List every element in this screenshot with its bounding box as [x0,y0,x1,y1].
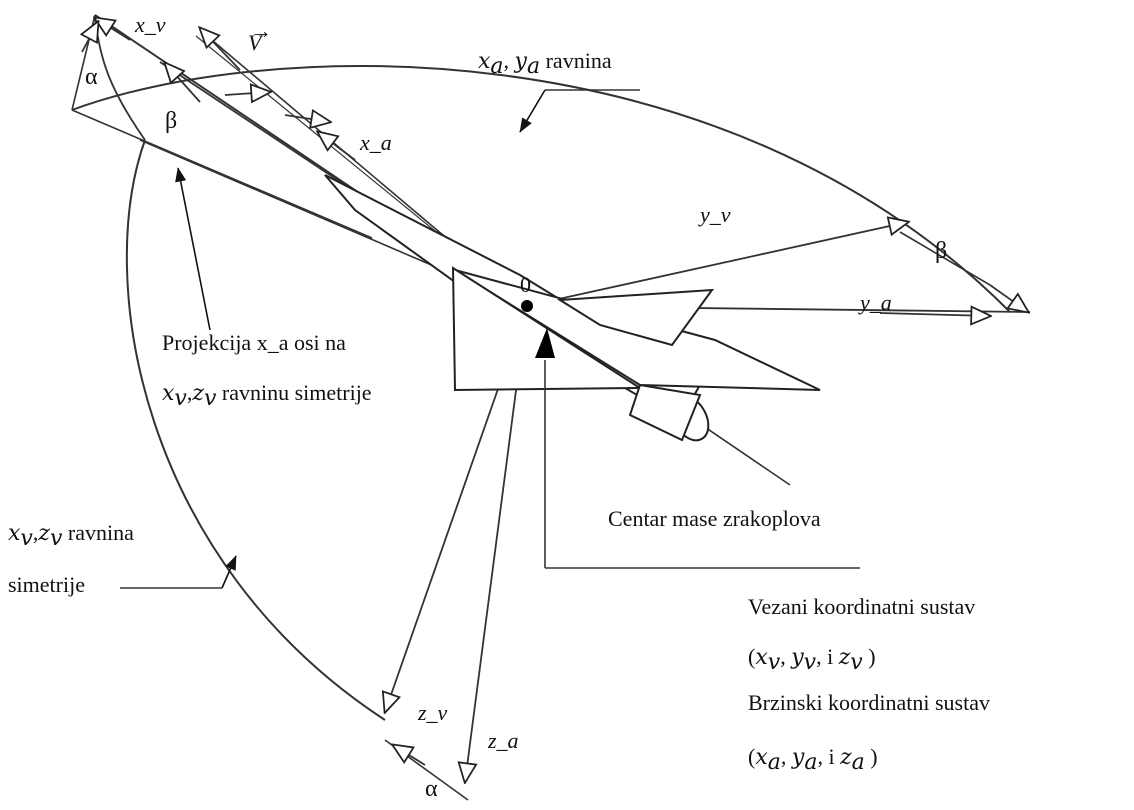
yv-axis [526,222,908,307]
center-of-mass-marker [535,328,555,358]
ya-axis-arrow [879,313,990,316]
sym-plane-text-1: ravnina [67,520,134,545]
xa-arrow [318,132,356,161]
alpha-label-top: α [85,64,98,90]
beta-tick-right [899,231,991,286]
xa-ya-plane-caption: xa, ya ravnina [478,48,612,80]
body-system-text-2: i [827,644,834,669]
sym-plane-text-2: simetrije [8,572,85,597]
body-system-caption-line1: Vezani koordinatni sustav [748,594,975,620]
alpha-arrow-top [224,92,270,95]
symmetry-plane-caption-line2: simetrije [8,572,85,598]
projection-caption-line2: xv,zv ravninu simetrije [162,380,372,412]
origin-label: 0 [520,272,531,297]
velocity-system-text-2: i [828,744,835,769]
xa-ya-plane-word: ravnina [545,48,612,73]
top-left-ref-line [71,14,96,111]
xa-ya-plane-arc [71,65,1011,313]
yv-label: y_v [698,202,731,227]
beta-arrow-right [989,284,1028,312]
center-of-mass-text: Centar mase zrakoplova [608,506,821,531]
velocity-arrow-mark: → [250,18,272,43]
aircraft [324,174,821,442]
ya-label: y_a [858,290,892,315]
symmetry-plane-arc [125,139,386,721]
projection-text-2: ravninu simetrije [221,380,372,405]
plane-leader-arrow [519,89,546,133]
aircraft-tail [556,288,715,347]
projection-text-1: Projekcija x_a osi na [162,330,346,355]
projection-leader [175,167,211,331]
za-label: z_a [487,728,519,753]
aircraft-nozzle-body [628,383,702,442]
xv-arrow [95,18,131,41]
zv-label: z_v [417,700,448,725]
velocity-arrow [200,28,241,71]
velocity-system-caption-line1: Brzinski koordinatni sustav [748,690,990,716]
center-of-mass-dot [521,300,533,312]
xv-arrow2 [165,63,201,103]
lower-left-ref-line [71,109,373,239]
sym-leader-arrow [221,555,237,589]
projection-caption-line1: Projekcija x_a osi na [162,330,346,356]
xv-label: x_v [134,12,166,37]
beta-label-right: β [935,238,947,264]
symmetry-plane-caption-line1: xv,zv ravnina [8,520,134,552]
beta-label-top: β [165,108,177,134]
velocity-label: V [248,30,264,55]
velocity-system-text-1: Brzinski koordinatni sustav [748,690,990,715]
center-of-mass-caption: Centar mase zrakoplova [608,506,821,532]
alpha-arrow-left [82,22,98,53]
alpha-label-bottom: α [425,776,438,802]
aircraft-wing-lower [451,266,644,392]
alpha-arrow-bottom [393,745,426,766]
xa-label: x_a [359,130,392,155]
body-system-text-1: Vezani koordinatni sustav [748,594,976,619]
beta-arrow-top [284,115,330,122]
velocity-system-caption-line2: (xa, ya, i za ) [748,744,878,776]
body-system-caption-line2: (xv, yv, i zv ) [748,644,876,676]
